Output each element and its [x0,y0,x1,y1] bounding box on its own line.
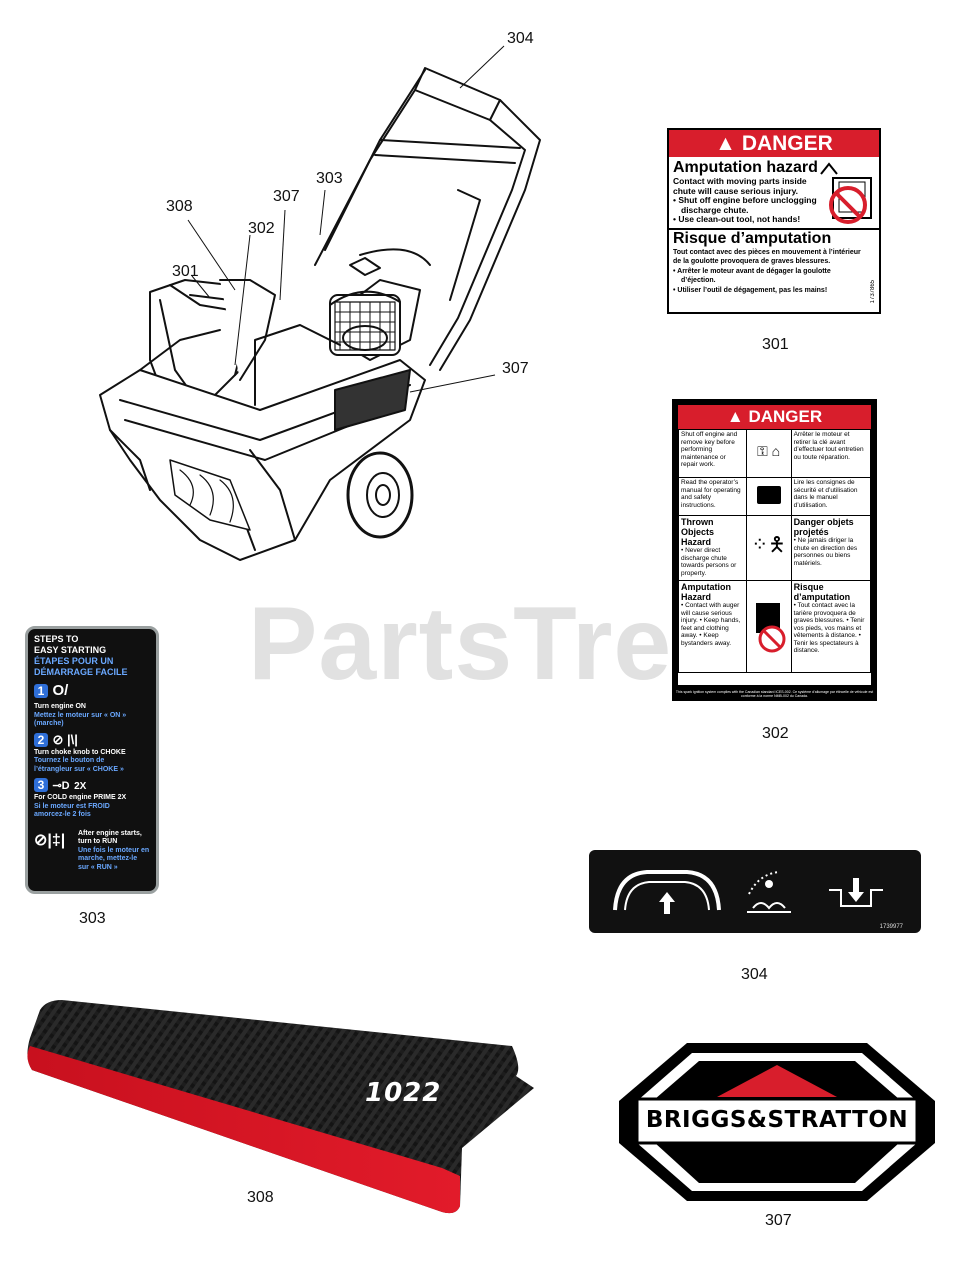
callout-303-top: 303 [316,170,343,187]
lower-arrow-icon [829,878,883,907]
callout-301-top: 301 [172,263,199,280]
compliance-footer: This spark ignition system complies with… [675,690,874,698]
manual-book-icon [756,486,781,505]
cell: • Contact with auger will cause serious … [681,602,741,647]
text: l’étrangleur sur « CHOKE » [34,765,124,773]
callout-304-top: 304 [507,30,534,47]
decal-307-briggs-logo: BRIGGS&STRATTON ® [617,1041,937,1203]
no-hands-chute-icon [820,162,872,224]
text: Turn engine ON [34,703,86,710]
warning-triangle-icon: ▲ [715,132,736,155]
text: amorcez-le 2 fois [34,811,91,818]
text: discharge chute. [681,204,749,215]
cell: Lire les consignes de sécurité et d’util… [790,477,872,516]
decal-308-model-panel: 1022 [22,998,537,1218]
step-number: 2 [34,732,48,747]
handle-lift-icon [613,870,721,914]
cell-title: Thrown Objects Hazard [681,517,715,547]
prime-count: 2X [74,781,87,792]
callout-304-label: 304 [741,966,768,983]
cell: Shut off engine and remove key before pe… [678,429,747,478]
text: Tout contact avec des pièces en mouvemen… [673,248,861,256]
carbon-fiber-panel-graphic [27,1000,535,1214]
warning-triangle-icon: ▲ [726,407,744,426]
text: • Use clean-out tool, not hands! [673,214,801,224]
callout-308-label: 308 [247,1189,274,1206]
text: de la goulotte provoquera de graves bles… [673,258,831,265]
text: marche, mettez-le [78,855,138,862]
cell-title: Danger objets projetés [793,517,854,537]
text: chute will cause serious injury. [673,185,799,196]
callout-302-top: 302 [248,220,275,237]
no-hands-auger-icon [755,603,786,653]
text: • Utiliser l’outil de dégagement, pas le… [673,286,828,294]
danger-header: ▲ DANGER [669,130,879,157]
text: Tournez le bouton de [34,757,105,764]
danger-header: ▲ DANGER [678,405,871,429]
cell: Arrêter le moteur et retirer la clé avan… [790,429,872,478]
cell: • Never direct discharge chute towards p… [681,547,737,577]
text: Si le moteur est FROID [34,802,110,810]
text: sur « RUN » [78,863,118,871]
registered-mark: ® [862,1153,869,1163]
cell: • Ne jamais diriger la chute en directio… [793,537,858,567]
cell-title: Risque d’amputation [793,582,851,602]
run-icon: ⊘|‡| [34,831,66,849]
callout-307-top: 307 [273,188,300,205]
text: For COLD engine PRIME 2X [34,794,127,801]
callout-307-label: 307 [765,1212,792,1229]
decal-303-starting-steps: STEPS TO EASY STARTING ÉTAPES POUR UN DÉ… [25,626,159,894]
decal-302-danger-safety: ▲ DANGER Shut off engine and remove key … [672,399,877,701]
callout-302-label: 302 [762,725,789,742]
thrown-objects-icon: ⁘🯅 [751,534,786,557]
callout-301-label: 301 [762,336,789,353]
text: • Arrêter le moteur avant de dégager la … [673,267,831,275]
text: • Shut off engine before unclogging [673,195,817,205]
decal-304-control-symbols: 1739977 [589,850,921,933]
text: DÉMARRAGE FACILE [34,667,128,677]
step-number: 3 [34,778,48,792]
snowthrower-illustration [99,45,541,561]
text: ÉTAPES POUR UN [34,656,114,666]
key-wrench-icon: ⚿ ⌂ [757,443,781,460]
partstree-watermark: PartsTreeTM [248,585,761,702]
callout-303-label: 303 [79,910,106,927]
auger-spray-icon [747,871,791,913]
part-code: 1737865 [870,280,876,304]
step-number: 1 [34,684,48,698]
text: Une fois le moteur en [78,846,150,854]
cell-title: Amputation Hazard [681,582,731,602]
text: EASY STARTING [34,645,107,655]
title-en: Amputation hazard [673,159,818,176]
text: After engine starts, [78,829,142,837]
briggs-stratton-logo-shape [619,1043,935,1201]
callout-307-mid: 307 [502,360,529,377]
choke-icon: ⊘ |\| [52,731,78,747]
brand-name: BRIGGS&STRATTON [645,1107,909,1133]
text: turn to RUN [78,838,118,845]
title-fr: Risque d’amputation [673,229,832,247]
text: d’éjection. [681,277,716,284]
model-number: 1022 [365,1078,442,1108]
text: Mettez le moteur sur « ON » (marche) [34,711,127,728]
cell: • Tout contact avec la tarière provoquer… [793,602,865,654]
text: Contact with moving parts inside [673,176,807,186]
cell: Read the operator’s manual for operating… [678,477,747,516]
primer-icon: ⊸D [52,780,70,792]
decal-301-danger-amputation: ▲ DANGER Amputation hazard Contact with … [667,128,881,314]
text: Turn choke knob to CHOKE [34,748,126,756]
part-code: 1739977 [879,924,903,930]
text: STEPS TO [34,634,79,644]
on-off-icon: O/ [52,682,69,699]
callout-308-top: 308 [166,198,193,215]
